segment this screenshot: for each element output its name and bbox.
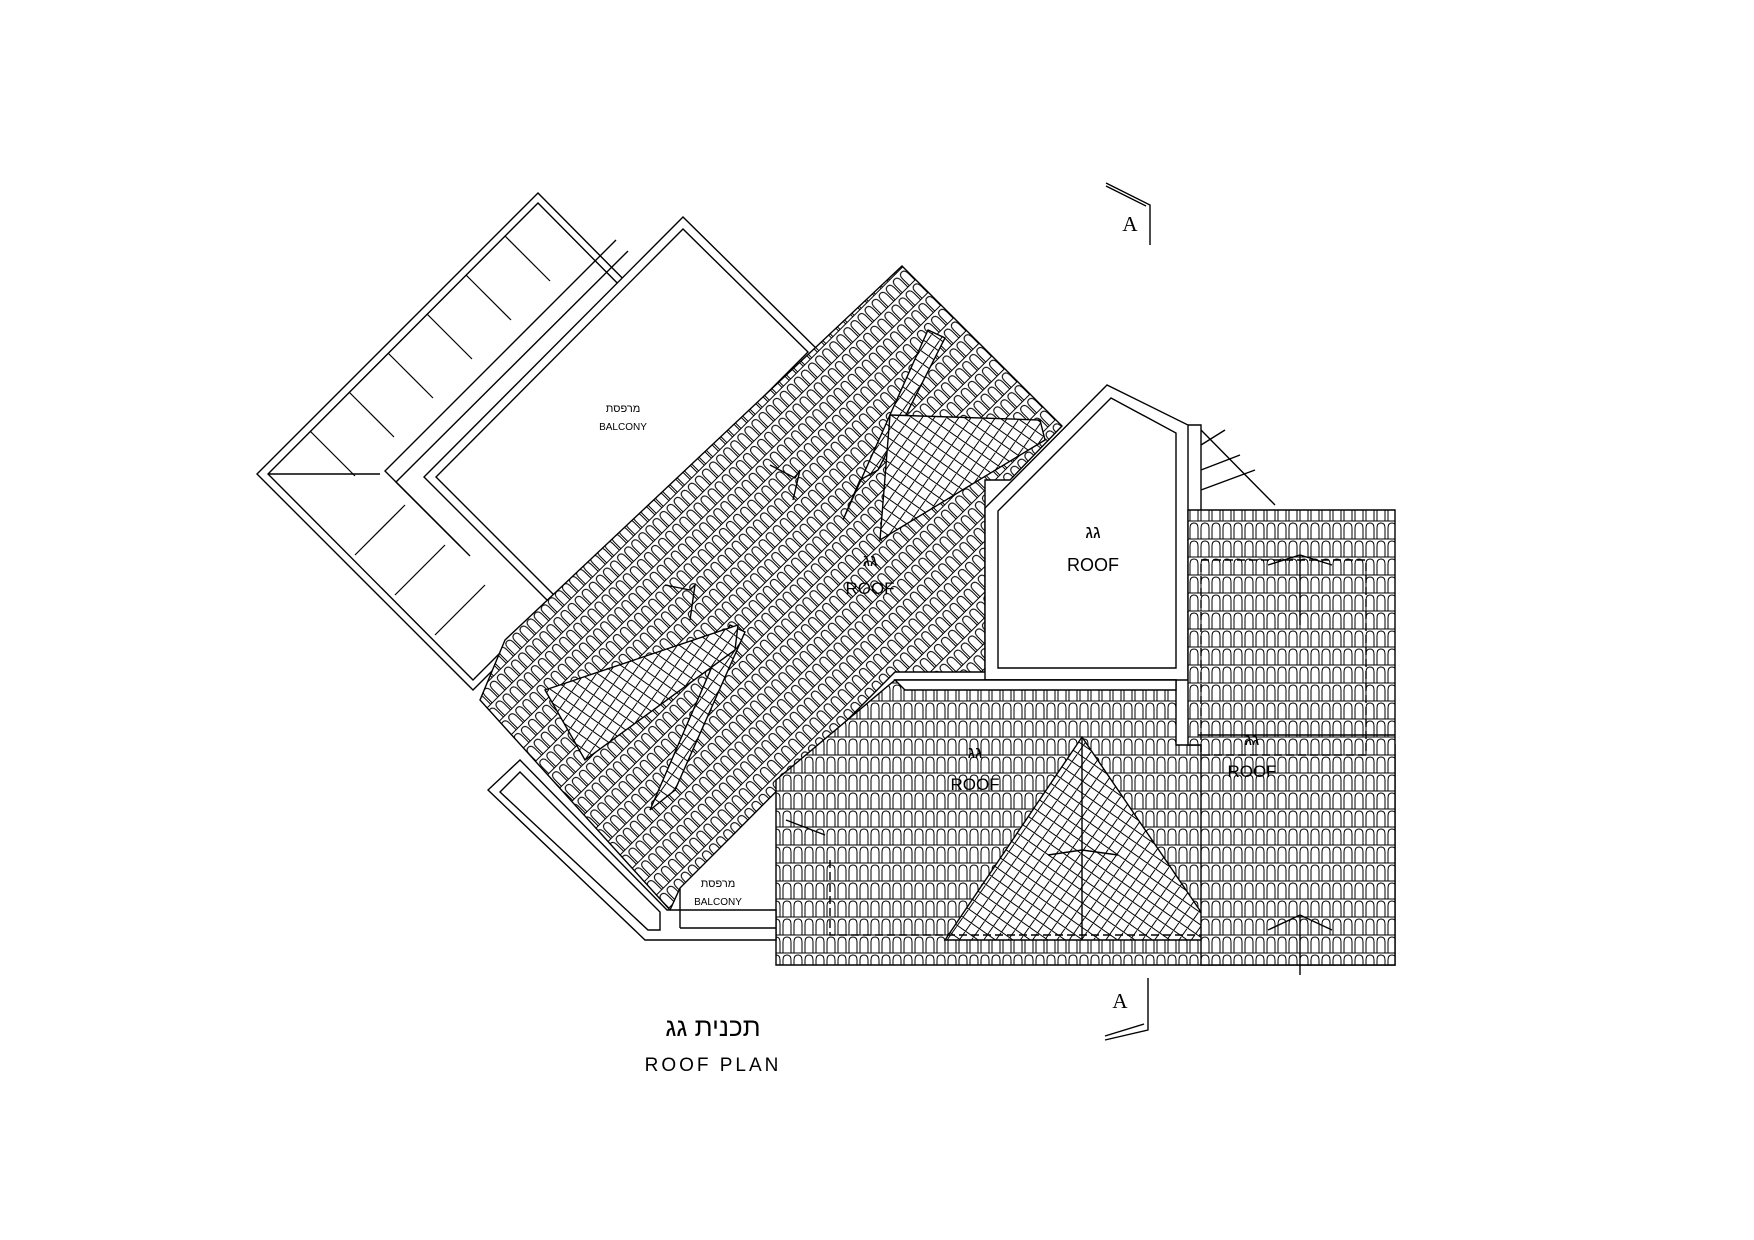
section-marker-top <box>1105 182 1151 245</box>
balcony-small <box>486 759 777 941</box>
roof-upper-label-en: ROOF <box>1067 555 1119 575</box>
balcony-small-label-en: BALCONY <box>694 897 742 908</box>
roof-upper-label-he: גג <box>1085 522 1101 542</box>
roof-right <box>1187 509 1396 975</box>
pergola-slat <box>394 544 446 596</box>
labels: מרפסת BALCONY גג ROOF גג ROOF גג ROOF גג… <box>599 212 1276 1076</box>
pergola-slat <box>387 352 434 399</box>
balcony-small-label-he: מרפסת <box>701 878 736 890</box>
roof-lower-label-en: ROOF <box>950 775 999 794</box>
section-marker-bottom <box>1104 978 1149 1041</box>
pergola-slat <box>354 504 406 556</box>
pergola-slat <box>504 235 551 282</box>
pergola-slat <box>426 313 473 360</box>
pergola-slat <box>348 391 395 438</box>
roof-lower-label-he: גג <box>968 743 982 762</box>
section-marker-bottom-letter: A <box>1112 989 1128 1013</box>
pergola-slat <box>309 430 356 477</box>
roof-right-label-he: גג <box>1245 730 1259 749</box>
drawing-title-he: תכנית גג <box>665 1012 760 1042</box>
balcony-large-label-en: BALCONY <box>599 422 647 433</box>
roof-diagonal-wing <box>479 265 1063 912</box>
drawing-title-en: ROOF PLAN <box>645 1055 782 1076</box>
section-marker-top-letter: A <box>1122 212 1138 236</box>
pergola-slat <box>465 274 512 321</box>
roof-diagonal-label-he: גג <box>863 551 877 570</box>
roof-diagonal-label-en: ROOF <box>845 579 894 598</box>
pergola-slat <box>434 584 486 636</box>
roof-right-label-en: ROOF <box>1227 762 1276 781</box>
balcony-large-label-he: מרפסת <box>606 403 641 415</box>
